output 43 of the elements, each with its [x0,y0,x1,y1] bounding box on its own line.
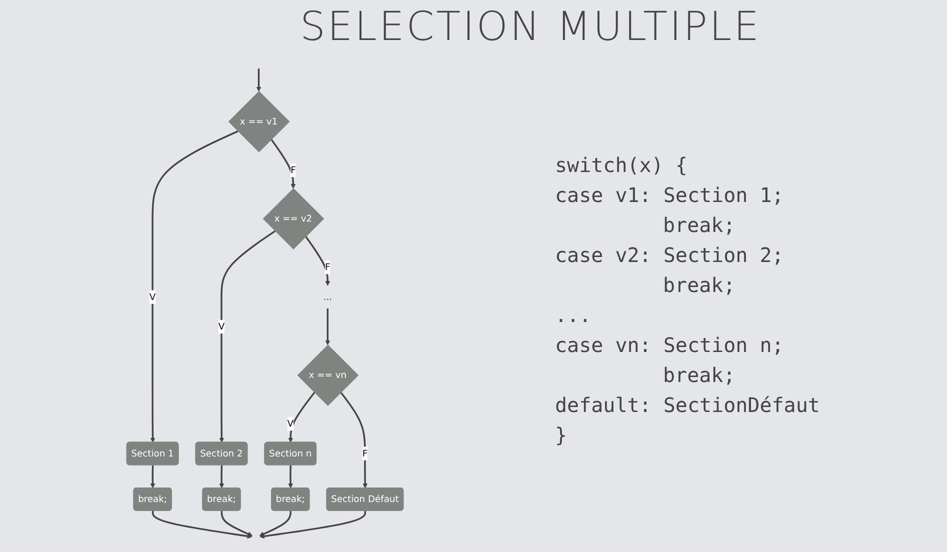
edge-label: F [325,260,330,274]
arrow [288,465,294,488]
code-line: case v1: Section 1; [555,182,785,209]
arrow [259,510,292,536]
slide-title: SELECTION MULTIPLE [300,4,761,50]
edge-label: V [287,416,294,431]
code-line: } [555,422,568,449]
edge-label: F [362,446,368,460]
process-box: break; [133,487,172,511]
arrow [150,465,156,488]
arrow [305,236,330,286]
arrow [219,230,276,443]
arrow [260,510,366,539]
code-line: case vn: Section n; [555,332,785,359]
code-line: switch(x) { [555,152,688,179]
code-line: default: SectionDéfaut [555,392,820,419]
decision-diamond: x == vn [297,344,359,406]
code-line: case v2: Section 2; [555,242,785,269]
process-box: Section Défaut [326,487,404,511]
arrow [256,68,262,92]
decision-diamond: x == v2 [262,188,324,250]
arrow [288,392,316,443]
decision-diamond: x == v1 [228,91,290,152]
arrow [220,510,252,536]
arrow [219,465,224,488]
edge-label: V [218,320,225,334]
process-box: break; [202,487,241,511]
code-line: break; [662,272,736,299]
code-line: break; [662,362,736,389]
edge-label: V [149,290,156,304]
arrow [340,392,368,488]
process-box: Section 1 [126,442,179,466]
arrow [152,510,252,539]
arrow [270,138,296,189]
code-line: break; [662,212,736,239]
ellipsis-text: ... [323,291,332,302]
code-line: ... [555,302,592,329]
process-box: Section 2 [195,442,248,466]
process-box: break; [271,487,310,511]
process-box: Section n [264,442,317,466]
arrow [325,308,330,346]
edge-label: F [290,163,296,178]
arrow [150,130,238,443]
